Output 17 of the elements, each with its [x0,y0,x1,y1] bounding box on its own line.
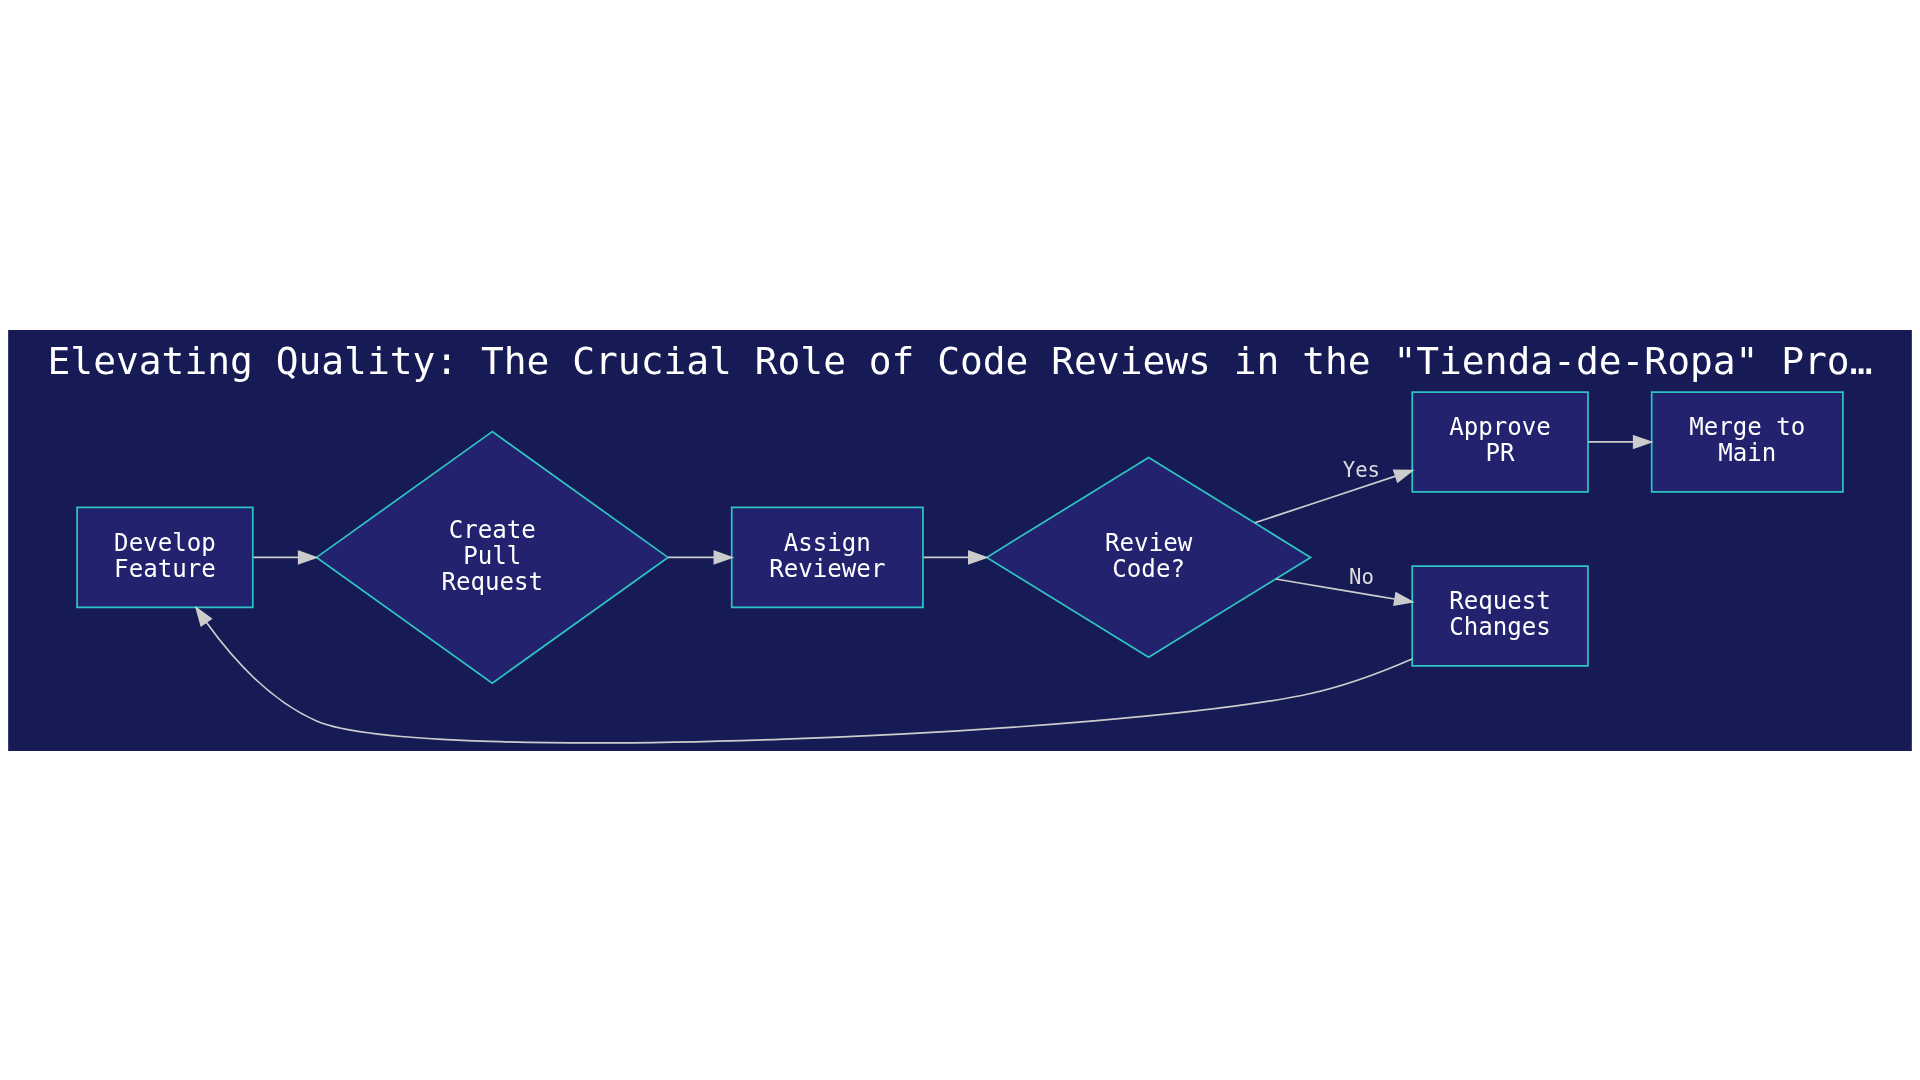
arrow [667,549,735,565]
node-box: Request Changes [1411,564,1589,667]
arrow [1253,468,1415,524]
arrow [1275,577,1415,606]
node-diamond: Review Code? [985,455,1313,658]
arrow [1587,434,1654,449]
node-box: Develop Feature [76,506,254,608]
arrow [922,549,989,565]
edge-label: Yes [1342,457,1381,482]
node-diamond: Create Pull Request [315,430,670,684]
arrow [194,605,1413,744]
edge-label: No [1348,564,1374,589]
node-box: Approve PR [1411,390,1589,493]
node-box: Assign Reviewer [730,506,924,608]
arrow [252,549,319,565]
node-box: Merge to Main [1650,390,1844,493]
diagram-title: Elevating Quality: The Crucial Role of Code Reviews in the "Tienda-de-Ropa" Pro… [47,338,1873,383]
